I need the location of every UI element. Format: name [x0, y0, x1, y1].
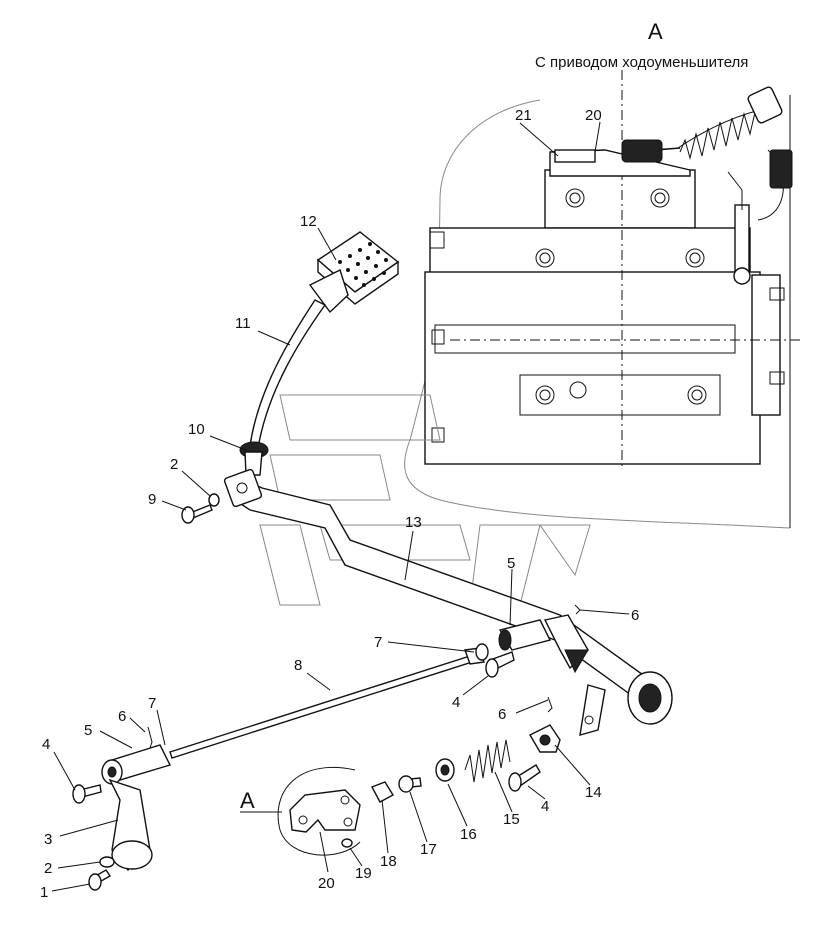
label-7-left: 7	[148, 695, 156, 712]
pin-4-right	[485, 651, 515, 678]
rod-8	[169, 655, 473, 759]
cable-spring	[679, 107, 757, 160]
pedal-dots	[338, 242, 388, 287]
left-linkage	[72, 744, 171, 891]
pin-4-lower	[508, 764, 541, 792]
top-block	[544, 169, 696, 229]
label-1: 1	[40, 884, 48, 901]
view-a-caption: С приводом ходоуменьшителя	[535, 54, 748, 71]
label-5-right: 5	[507, 555, 515, 572]
view-a-letter: A	[648, 19, 663, 44]
housing-main	[424, 271, 761, 465]
housing-upper	[429, 227, 751, 275]
leader-lines	[51, 227, 630, 892]
label-4-right: 4	[452, 694, 460, 711]
knob-icon	[769, 149, 793, 189]
label-20-top: 20	[585, 107, 602, 124]
lever-20-plate	[289, 789, 361, 833]
label-19: 19	[355, 865, 372, 882]
lower-arm	[579, 684, 606, 736]
callout-labels: 21 20 12 11 10 2 9 13 5 6 7 8 4 6 7 6 5 …	[40, 107, 639, 901]
label-14: 14	[585, 784, 602, 801]
label-3: 3	[44, 831, 52, 848]
washer-2-top	[208, 493, 220, 507]
label-6-top: 6	[631, 607, 639, 624]
label-18: 18	[380, 853, 397, 870]
label-6-mid: 6	[498, 706, 506, 723]
label-7-right: 7	[374, 634, 382, 651]
label-4-left: 4	[42, 736, 50, 753]
pedal-arm	[249, 299, 327, 449]
label-16: 16	[460, 826, 477, 843]
label-11: 11	[235, 315, 251, 332]
cotter-pin-top	[574, 604, 581, 615]
washer-19	[341, 838, 353, 848]
label-9: 9	[148, 491, 156, 508]
gearbox-housing	[404, 70, 800, 529]
label-17: 17	[420, 841, 437, 858]
label-5-left: 5	[84, 722, 92, 739]
bolt-9	[181, 504, 213, 524]
pedal-assembly	[223, 231, 673, 736]
label-20-bottom: 20	[318, 875, 335, 892]
label-2-bottom: 2	[44, 860, 52, 877]
label-15: 15	[503, 811, 520, 828]
bolt-17	[398, 775, 422, 793]
label-21: 21	[515, 107, 532, 124]
nut-18	[371, 781, 394, 803]
detail-a-circle	[240, 767, 361, 856]
callout-a-letter: A	[240, 788, 255, 813]
label-4-lower: 4	[541, 798, 549, 815]
cotter-pin-mid	[547, 696, 553, 713]
label-2-top: 2	[170, 456, 178, 473]
clamp-icon	[621, 139, 663, 163]
spring-15	[464, 739, 511, 783]
side-flange	[751, 274, 781, 416]
nut-7-right	[475, 643, 489, 661]
cam-14	[529, 724, 561, 753]
label-12: 12	[300, 213, 317, 230]
label-8: 8	[294, 657, 302, 674]
label-13: 13	[405, 514, 422, 531]
label-10: 10	[188, 421, 205, 438]
label-6-left: 6	[118, 708, 126, 725]
cotter-pin-left	[147, 726, 153, 749]
